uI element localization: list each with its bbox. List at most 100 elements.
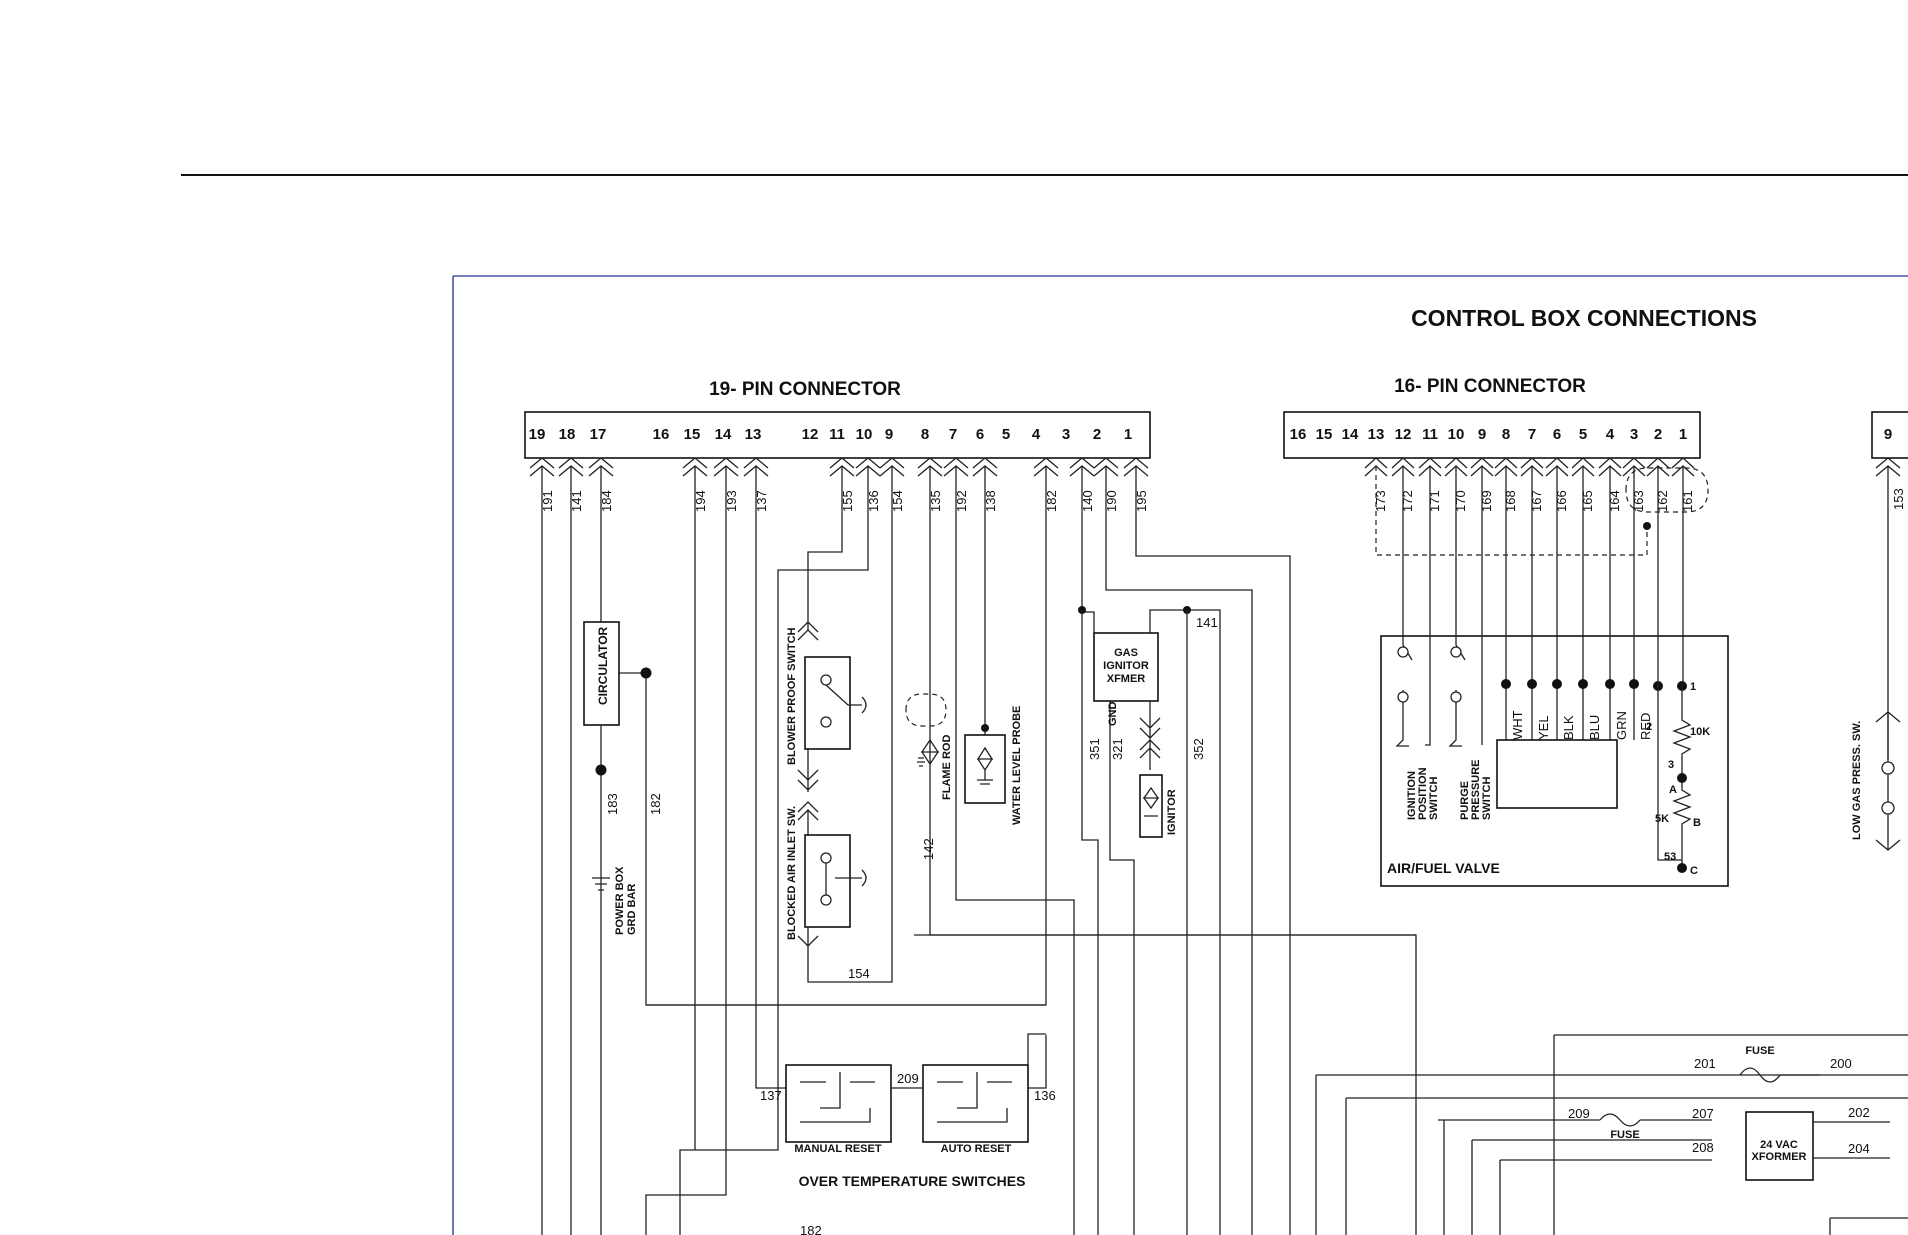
c16-pin-1: 1 <box>1679 426 1687 443</box>
wire-182-label: 182 <box>648 793 663 815</box>
c19-wire-140: 140 <box>1080 490 1095 512</box>
pot-resistor-10k <box>1672 686 1692 778</box>
c16-wire-164: 164 <box>1607 490 1622 512</box>
c19-wire-182: 182 <box>1044 490 1059 512</box>
valve-color-BLU: BLU <box>1587 715 1602 740</box>
c19-wire-135: 135 <box>928 490 943 512</box>
wire-208-label: 208 <box>1692 1140 1714 1155</box>
c16-wire-167: 167 <box>1529 490 1544 512</box>
blocked-contact-1 <box>820 852 832 864</box>
auto-reset-box <box>922 1064 1029 1143</box>
wire-136-label: 136 <box>1034 1088 1056 1103</box>
c19-pin-7: 7 <box>949 426 957 443</box>
wire-321-label: 321 <box>1110 738 1125 760</box>
c16-pin-6: 6 <box>1553 426 1561 443</box>
auto-reset-label: AUTO RESET <box>941 1143 1012 1155</box>
c19-wire-137: 137 <box>754 490 769 512</box>
valve-node-WHT <box>1501 679 1511 689</box>
ignitor-box <box>1139 774 1163 838</box>
valve-color-WHT: WHT <box>1510 710 1525 740</box>
blocked-switch-arm <box>825 863 867 895</box>
c19-pin-16: 16 <box>653 426 670 443</box>
purge-switch-label-1: PURGE <box>1459 781 1471 820</box>
wire-193-path <box>645 466 727 1235</box>
c19-pin-11: 11 <box>829 426 845 443</box>
blower-contact-1 <box>820 674 832 686</box>
c16-pin-7: 7 <box>1528 426 1536 443</box>
wire-lower-branches <box>1443 1120 1712 1235</box>
c19-pin-19: 19 <box>529 426 546 443</box>
wire-183-node <box>595 764 607 776</box>
c16-wire-170: 170 <box>1453 490 1468 512</box>
manual-reset-label: MANUAL RESET <box>794 1143 881 1155</box>
flame-rod-dashed <box>905 693 947 727</box>
wire-321-path <box>1109 701 1135 1235</box>
low-gas-contact-2 <box>1881 801 1895 815</box>
pot-2-label: 2 <box>1646 721 1652 733</box>
c19-pin-10: 10 <box>856 426 873 443</box>
c16-pin-2: 2 <box>1654 426 1662 443</box>
blower-proof-switch-box <box>804 656 851 750</box>
power-box-label-2: GRD BAR <box>626 884 638 935</box>
low-gas-contact-1 <box>1881 761 1895 775</box>
wire-155-path <box>807 466 843 630</box>
c16-wire-165: 165 <box>1580 490 1595 512</box>
wire-141-path <box>1149 609 1221 1235</box>
fuse-1-symbol <box>1739 1067 1820 1083</box>
low-gas-switch-lines <box>1875 711 1901 851</box>
valve-node-GRN <box>1605 679 1615 689</box>
c19-pin-17: 17 <box>590 426 607 443</box>
wire-182-bottom-label: 182 <box>800 1223 822 1235</box>
c19-wire-155: 155 <box>840 490 855 512</box>
ignitor-label: IGNITOR <box>1166 789 1178 835</box>
water-probe-node <box>981 724 989 732</box>
gas-ignitor-label-2: IGNITOR <box>1103 660 1149 672</box>
power-lower-box <box>1829 1217 1908 1235</box>
blower-proof-switch-label: BLOWER PROOF SWITCH <box>786 627 798 765</box>
wire-200-label: 200 <box>1830 1056 1852 1071</box>
pot-10k-label: 10K <box>1690 726 1710 738</box>
wire-140-path <box>1081 466 1095 633</box>
pot-b-label: B <box>1693 817 1701 829</box>
c19-wire-194: 194 <box>693 490 708 512</box>
valve-node-YEL <box>1527 679 1537 689</box>
c9-wire-label: 153 <box>1891 488 1906 510</box>
low-gas-switch-label: LOW GAS PRESS. SW. <box>1851 721 1863 840</box>
purge-contact-2 <box>1450 691 1462 703</box>
wire-209b-label: 209 <box>1568 1106 1590 1121</box>
fuse-2-label: FUSE <box>1610 1129 1639 1141</box>
wire-154-label: 154 <box>848 966 870 981</box>
xformer-box <box>1745 1111 1814 1181</box>
wire-137-label: 137 <box>760 1088 782 1103</box>
ignitor-connector <box>1139 701 1161 770</box>
diagram-title: CONTROL BOX CONNECTIONS <box>1411 305 1757 331</box>
purge-switch-label-2: PRESSURE <box>1470 759 1482 820</box>
purge-contact-1 <box>1450 646 1462 658</box>
c19-pin-1: 1 <box>1124 426 1132 443</box>
pot-resistor-5k <box>1657 686 1692 868</box>
gnd-label: GND <box>1107 702 1119 727</box>
c19-pin-5: 5 <box>1002 426 1010 443</box>
valve-color-GRN: GRN <box>1614 711 1629 740</box>
blocked-air-inlet-box <box>804 834 851 928</box>
c16-wire-169: 169 <box>1479 490 1494 512</box>
wire-137-path <box>755 466 786 1089</box>
ignition-switch-label-3: SWITCH <box>1428 777 1440 820</box>
c16-wire-172: 172 <box>1400 490 1415 512</box>
c9-connector <box>1871 411 1908 459</box>
c16-pin-12: 12 <box>1395 426 1412 443</box>
wire-195-path <box>1135 466 1291 1235</box>
c16-pin-5: 5 <box>1579 426 1587 443</box>
purge-switch-label-3: SWITCH <box>1481 777 1493 820</box>
over-temperature-label: OVER TEMPERATURE SWITCHES <box>799 1173 1026 1189</box>
over-temp-link <box>891 1035 1047 1089</box>
c19-pin-4: 4 <box>1032 426 1041 443</box>
wire-201-label: 201 <box>1694 1056 1716 1071</box>
air-fuel-valve-label: AIR/FUEL VALVE <box>1387 860 1500 876</box>
blower-to-blocked-connector <box>797 749 819 835</box>
ignition-contact-1 <box>1397 646 1409 658</box>
c19-pin-8: 8 <box>921 426 929 443</box>
c16-pin-14: 14 <box>1342 426 1359 443</box>
